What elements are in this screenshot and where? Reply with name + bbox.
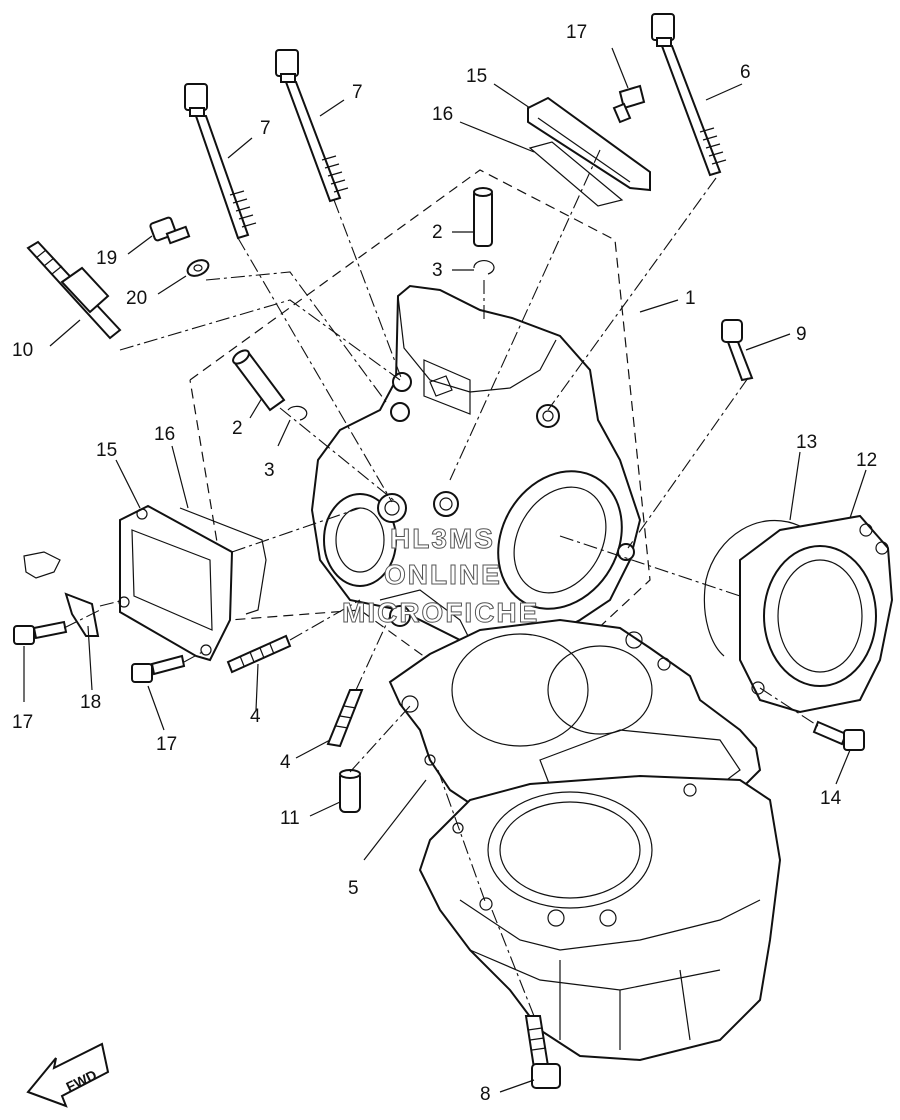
watermark-line-1: HL3MS [390,523,495,554]
label-part-15-left: 15 [96,440,117,461]
part-4-stud-lower [326,689,364,748]
part-18-bracket [23,551,100,637]
label-part-14: 14 [820,788,842,809]
label-part-7-left: 7 [260,118,271,139]
part-11-dowel [339,769,361,813]
part-6-bolt [651,13,727,177]
label-part-2-upper: 2 [432,222,443,243]
label-part-17-lower: 17 [156,734,177,755]
part-14-bolt [812,720,865,751]
part-16-left-gasket [179,507,267,615]
watermark-line-3: MICROFICHE [342,597,539,628]
part-3-left-clip [287,405,308,421]
part-19-bolt [149,216,191,245]
part-17-upper-bolt [612,84,646,124]
label-part-7-right: 7 [352,82,363,103]
label-part-6: 6 [740,62,751,83]
part-17-left-bolt [13,620,68,645]
part-2-left-guide [232,349,286,412]
cylinder-block [418,774,782,1062]
part-8-bolt [524,1015,561,1089]
part-10-spark-plug [26,240,122,340]
label-part-4-upper: 4 [250,706,261,727]
part-17-lower-bolt [131,654,186,683]
watermark: HL3MS ONLINE MICROFICHE [342,523,539,629]
label-part-19: 19 [96,248,117,269]
label-part-9: 9 [796,324,807,345]
part-2-upper-guide [473,187,493,247]
part-1-cylinder-head [310,284,642,652]
label-part-16-left: 16 [154,424,175,445]
fwd-arrow-icon: FWD [26,1042,110,1108]
part-7-bolt-left [184,83,257,240]
part-20-washer [186,259,210,277]
part-16-upper-gasket [528,141,624,207]
label-part-3-upper: 3 [432,260,443,281]
part-12-manifold [739,514,894,714]
label-part-15-upper: 15 [466,66,487,87]
watermark-line-2: ONLINE [384,559,502,590]
part-13-o-ring [703,520,801,657]
part-15-left-cover [118,504,234,662]
label-part-4-lower: 4 [280,752,291,773]
label-part-18: 18 [80,692,101,713]
part-labels: 1 2 2 3 3 4 4 5 6 7 7 8 9 10 11 12 13 14… [12,22,877,1105]
label-part-13: 13 [796,432,817,453]
label-part-2-left: 2 [232,418,243,439]
part-7-bolt-right [275,49,349,203]
label-part-3-left: 3 [264,460,275,481]
part-15-upper-cover [527,96,651,192]
label-part-5: 5 [348,878,359,899]
label-part-1: 1 [685,288,696,309]
part-4-stud-upper [226,634,292,674]
label-part-17-upper: 17 [566,22,587,43]
part-3-upper-clip [473,260,495,275]
label-part-11: 11 [280,808,300,829]
label-part-12: 12 [856,450,877,471]
label-part-20: 20 [126,288,147,309]
part-9-bolt [721,319,754,382]
label-part-17-left: 17 [12,712,33,733]
label-part-10: 10 [12,340,33,361]
label-part-8: 8 [480,1084,491,1105]
label-part-16-upper: 16 [432,104,453,125]
leader-lines [23,47,867,1093]
